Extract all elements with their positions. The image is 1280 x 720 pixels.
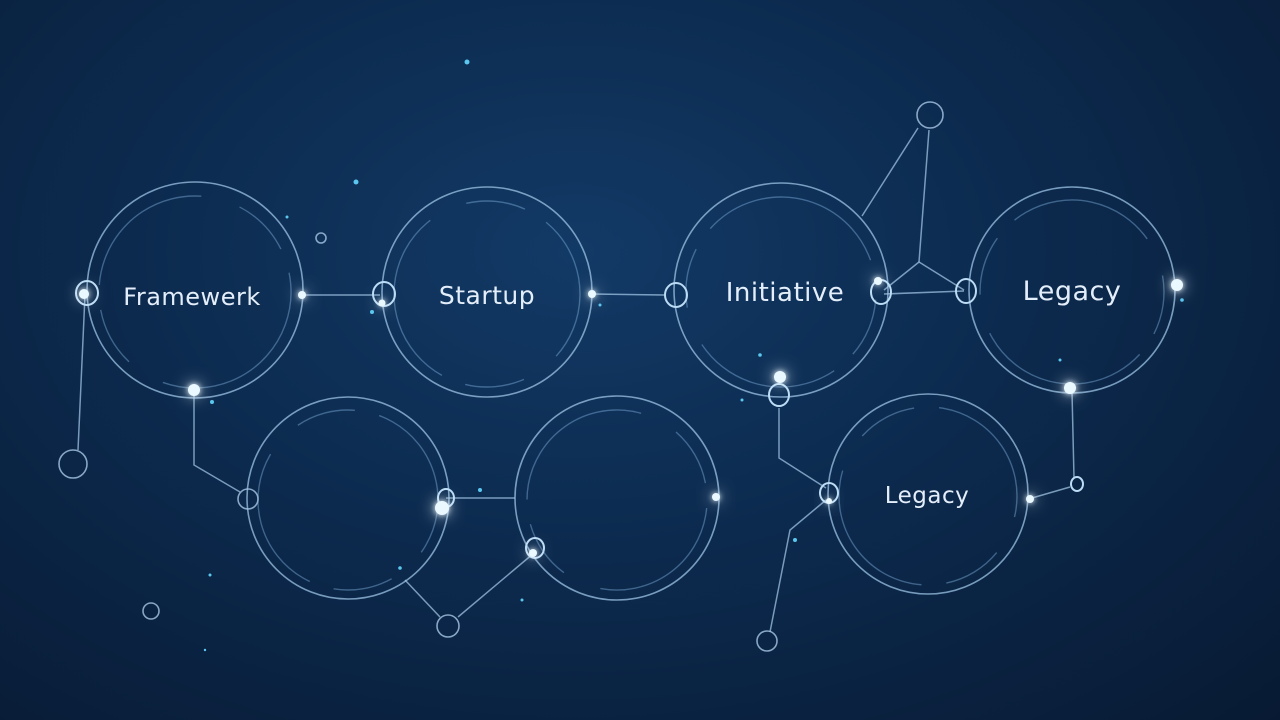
- edge-top-node-drop: [918, 129, 930, 263]
- edge-bottom-node-n6: [457, 552, 535, 618]
- edge-n7-bottom-endpoint: [769, 499, 827, 633]
- end-node-top-right: [916, 101, 944, 129]
- edge-n7-right-connector: [1031, 486, 1071, 499]
- ambient-particles: [203, 59, 1184, 652]
- end-node-small-ring: [315, 232, 327, 244]
- node-empty-left: [246, 396, 450, 600]
- end-nodes: [58, 101, 944, 652]
- end-node-far-left: [58, 449, 88, 479]
- end-node-bottom-left-small: [142, 602, 160, 620]
- edge-n5-bottom-node: [404, 579, 441, 618]
- edge-n3-n7: [778, 408, 827, 489]
- edge-n3-top-node: [861, 127, 919, 217]
- edge-n2-n3: [591, 293, 665, 296]
- end-node-bottom-right: [756, 630, 778, 652]
- edge-n4-n7-right: [1071, 391, 1075, 479]
- node-initiative: Initiative: [673, 182, 889, 398]
- node-label-framework: Framewerk: [123, 283, 260, 311]
- end-node-bottom-middle: [436, 614, 460, 638]
- node-framework: Framewerk: [86, 181, 304, 399]
- node-legacy-top: Legacy: [968, 186, 1176, 394]
- edges: [77, 127, 1075, 633]
- node-empty-middle: [514, 395, 720, 601]
- end-node-framework-branch: [237, 488, 259, 510]
- node-label-initiative: Initiative: [726, 278, 845, 308]
- node-label-startup: Startup: [439, 281, 535, 310]
- glow-points: [79, 277, 1183, 557]
- node-label-legacy-bottom: Legacy: [885, 483, 970, 509]
- edge-n3-n4: [883, 290, 965, 295]
- node-label-legacy-top: Legacy: [1023, 276, 1122, 307]
- edge-n1-bottom-branch: [193, 392, 241, 493]
- edge-n1-left-endpoint: [77, 294, 86, 451]
- node-legacy-bottom: Legacy: [827, 393, 1029, 595]
